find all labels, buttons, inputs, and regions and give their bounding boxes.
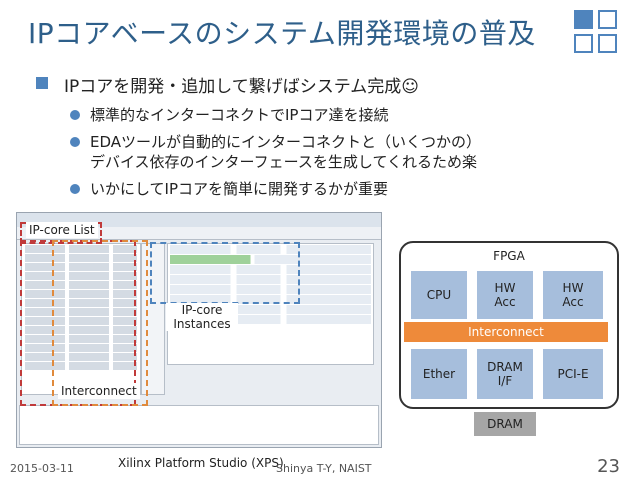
screenshot-menubar — [17, 213, 381, 227]
ipcore-instances-region — [150, 242, 300, 304]
bullet-main: IPコアを開発・追加して繋げばシステム完成☺ — [36, 72, 596, 97]
screenshot-caption: Xilinx Platform Studio (XPS) — [118, 456, 284, 470]
bullet-sub-2-line2: デバイス依存のインターフェースを生成してくれるため楽 — [90, 153, 478, 171]
pci-e-block: PCI-E — [542, 348, 604, 400]
bullet-sub-2-line1: EDAツールが自動的にインターコネクトと（いくつかの） — [90, 133, 482, 151]
page-number: 23 — [597, 456, 620, 477]
interconnect-region — [52, 240, 148, 406]
bullet-sub-2: EDAツールが自動的にインターコネクトと（いくつかの） デバイス依存のインターフ… — [36, 132, 596, 172]
bullet-list: IPコアを開発・追加して繋げばシステム完成☺ 標準的なインターコネクトでIPコア… — [36, 72, 596, 206]
hw-acc-block-1: HW Acc — [476, 270, 534, 320]
callout-ipcore-list: IP-core List — [26, 222, 98, 238]
bullet-sub-1: 標準的なインターコネクトでIPコア達を接続 — [36, 105, 596, 125]
hw-acc-block-2: HW Acc — [542, 270, 604, 320]
grid-logo-icon — [574, 10, 620, 56]
callout-interconnect: Interconnect — [58, 383, 140, 399]
bullet-sub-3: いかにしてIPコアを簡単に開発するかが重要 — [36, 179, 596, 199]
callout-ipcore-instances: IP-core Instances — [166, 303, 238, 331]
bus-interface-panel — [141, 243, 165, 395]
footer-author: Shinya T-Y, NAIST — [276, 462, 372, 475]
fpga-label: FPGA — [493, 249, 525, 263]
dram-if-block: DRAM I/F — [476, 348, 534, 400]
dram-block: DRAM — [474, 412, 536, 436]
ether-block: Ether — [410, 348, 468, 400]
interconnect-bar: Interconnect — [404, 322, 608, 342]
screenshot-toolbar — [17, 227, 381, 240]
footer-date: 2015-03-11 — [10, 462, 74, 475]
slide-title: IPコアベースのシステム開発環境の普及 — [28, 17, 536, 50]
console-panel — [19, 405, 379, 445]
cpu-block: CPU — [410, 270, 468, 320]
